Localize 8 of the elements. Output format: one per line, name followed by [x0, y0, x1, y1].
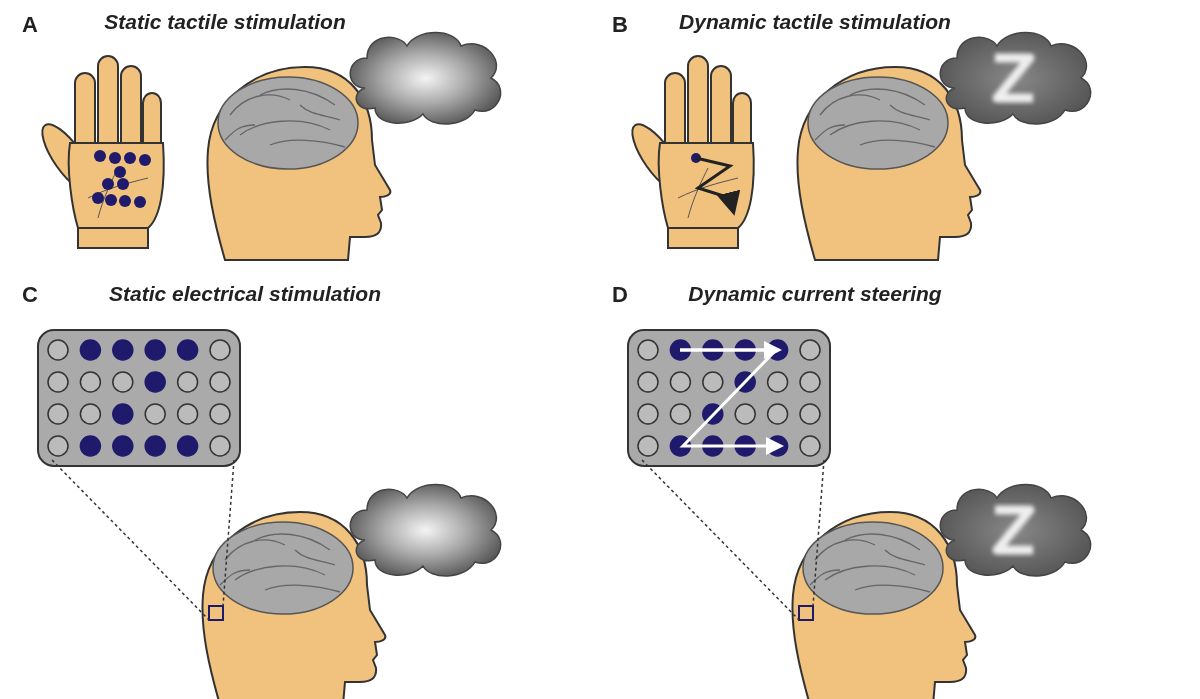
panel-letter: A — [22, 12, 38, 38]
panel-letter: B — [612, 12, 628, 38]
panel-title: Dynamic tactile stimulation — [679, 10, 951, 34]
panel-title: Static electrical stimulation — [109, 282, 381, 306]
panel-letter: C — [22, 282, 38, 308]
panel-title: Dynamic current steering — [688, 282, 942, 306]
panel-title: Static tactile stimulation — [104, 10, 346, 34]
panel-letter: D — [612, 282, 628, 308]
